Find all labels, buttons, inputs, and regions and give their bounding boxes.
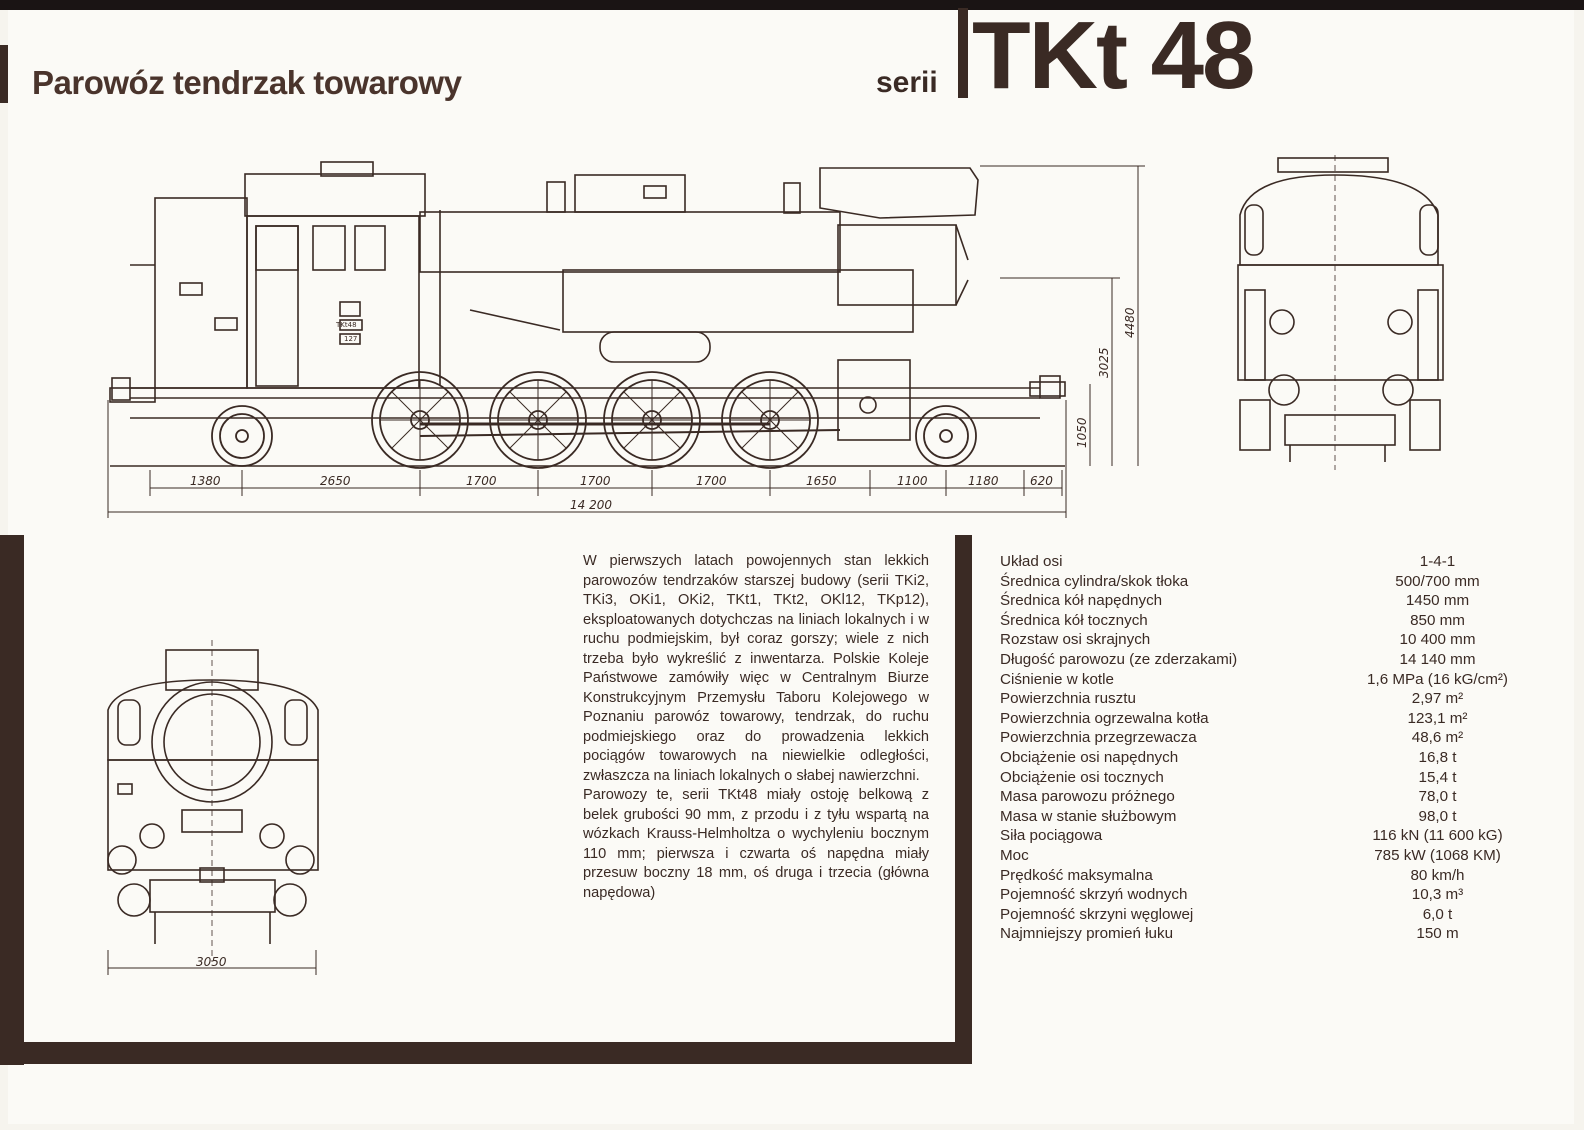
dim-label: 1380 (190, 474, 221, 488)
spec-row: Średnica kół tocznych 850 mm (1000, 611, 1525, 631)
page-title: Parowóz tendrzak towarowy (32, 64, 462, 101)
spec-value: 1-4-1 (1419, 553, 1456, 570)
spec-value: 16,8 t (1418, 748, 1457, 766)
spec-value: 15,4 t (1418, 768, 1457, 786)
spec-row: Obciążenie osi napędnych 16,8 t (1000, 748, 1525, 768)
spec-row: Pojemność skrzyń wodnych 10,3 m³ (1000, 885, 1525, 905)
spec-row: Masa w stanie służbowym 98,0 t (1000, 807, 1525, 827)
dim-label: 1700 (466, 474, 497, 488)
series-accent-bar (958, 8, 968, 98)
series-prefix: serii (876, 66, 938, 99)
dim-label: 2650 (320, 474, 351, 488)
spec-value: 150 m (1416, 925, 1459, 943)
spec-row: Rozstaw osi skrajnych 10 400 mm (1000, 630, 1525, 650)
side-view-wheels (211, 371, 977, 469)
spec-label: Powierzchnia ogrzewalna kotła (1000, 709, 1209, 727)
spec-label: Średnica cylindra/skok tłoka (1000, 572, 1189, 590)
top-edge (0, 0, 1584, 10)
dim-label: 620 (1030, 474, 1053, 488)
spec-label: Siła pociągowa (1000, 827, 1103, 845)
spec-value: 123,1 m² (1407, 709, 1468, 727)
spec-row: Ciśnienie w kotle 1,6 MPa (16 kG/cm²) (1000, 670, 1525, 690)
frame-left-bar (0, 535, 24, 1065)
vertical-dim-label: 1050 (1075, 417, 1089, 448)
front-view-drawing (107, 640, 319, 975)
spec-label: Moc (1000, 846, 1029, 864)
vertical-dim-label: 3025 (1097, 347, 1111, 378)
spec-value: 116 kN (11 600 kG) (1372, 827, 1503, 845)
frame-bottom-bar (0, 1042, 972, 1064)
title-accent-bar (0, 45, 8, 103)
spec-row: Masa parowozu próżnego 78,0 t (1000, 787, 1525, 807)
spec-value: 6,0 t (1422, 905, 1453, 923)
spec-row: Średnica kół napędnych 1450 mm (1000, 591, 1525, 611)
spec-value: 500/700 mm (1395, 572, 1480, 590)
spec-label: Pojemność skrzyni węglowej (1000, 905, 1194, 923)
dim-label: 1700 (580, 474, 611, 488)
spec-value: 14 140 mm (1399, 650, 1476, 668)
dim-label: 1100 (897, 474, 928, 488)
spec-label: Masa parowozu próżnego (1000, 788, 1175, 806)
spec-row: Powierzchnia rusztu 2,97 m² (1000, 689, 1525, 709)
side-view-dimension-labels: 1380 2650 1700 1700 1700 1650 1100 1180 … (190, 307, 1137, 512)
spec-label: Średnica kół napędnych (1000, 592, 1163, 610)
spec-row: Obciążenie osi tocznych 15,4 t (1000, 768, 1525, 788)
description-paragraph: W pierwszych latach powojennych stan lek… (583, 553, 929, 784)
spec-value: 10,3 m³ (1411, 886, 1464, 904)
spec-row: Układ osi 1-4-1 (1000, 552, 1525, 572)
spec-value: 850 mm (1410, 611, 1465, 629)
spec-row: Moc 785 kW (1068 KM) (1000, 846, 1525, 866)
spec-value: 785 kW (1068 KM) (1374, 846, 1501, 864)
spec-row: Długość parowozu (ze zderzakami) 14 140 m… (1000, 650, 1525, 670)
spec-value: 2,97 m² (1411, 690, 1464, 708)
plate-text: 127 (344, 335, 357, 343)
spec-row: Pojemność skrzyni węglowej 6,0 t (1000, 905, 1525, 925)
spec-value: 80 km/h (1410, 866, 1465, 884)
spec-label: Prędkość maksymalna (1000, 866, 1153, 884)
side-view-dimensions (107, 165, 1145, 518)
spec-value: 1450 mm (1405, 592, 1470, 610)
spec-value: 48,6 m² (1411, 729, 1464, 747)
description-paragraph: Parowozy te, serii TKt48 miały ostoję be… (583, 787, 929, 901)
spec-label: Układ osi (1000, 553, 1063, 570)
description-text: W pierwszych latach powojennych stan lek… (583, 552, 929, 903)
total-length-label: 14 200 (570, 498, 612, 512)
rear-view-drawing (1237, 155, 1444, 470)
spec-value: 78,0 t (1418, 788, 1457, 806)
side-view-drawing (109, 161, 1066, 467)
front-width-label: 3050 (196, 955, 227, 969)
dim-label: 1700 (696, 474, 727, 488)
spec-value: 10 400 mm (1399, 631, 1476, 649)
spec-row: Prędkość maksymalna 80 km/h (1000, 866, 1525, 886)
spec-label: Powierzchnia przegrzewacza (1000, 729, 1197, 747)
spec-value: 1,6 MPa (16 kG/cm²) (1367, 670, 1508, 688)
dim-label: 1180 (968, 474, 999, 488)
spec-label: Masa w stanie służbowym (1000, 807, 1177, 825)
spec-label: Najmniejszy promień łuku (1000, 925, 1174, 943)
page-sheet (8, 10, 1574, 1124)
series-code: TKt 48 (972, 2, 1255, 109)
spec-label: Obciążenie osi napędnych (1000, 748, 1179, 766)
spec-label: Pojemność skrzyń wodnych (1000, 886, 1188, 904)
spec-row: Średnica cylindra/skok tłoka 500/700 mm (1000, 572, 1525, 592)
spec-label: Ciśnienie w kotle (1000, 670, 1114, 688)
plate-text: TKt48 (335, 321, 357, 329)
spec-row: Powierzchnia ogrzewalna kotła 123,1 m² (1000, 709, 1525, 729)
spec-row: Najmniejszy promień łuku 150 m (1000, 924, 1525, 944)
spec-label: Długość parowozu (ze zderzakami) (1000, 650, 1238, 668)
dim-label: 1650 (806, 474, 837, 488)
spec-label: Rozstaw osi skrajnych (1000, 631, 1151, 649)
spec-label: Obciążenie osi tocznych (1000, 768, 1164, 786)
vertical-dim-label: 4480 (1123, 307, 1137, 338)
spec-label: Średnica kół tocznych (1000, 611, 1148, 629)
spec-row: Powierzchnia przegrzewacza 48,6 m² (1000, 728, 1525, 748)
spec-value: 98,0 t (1418, 807, 1457, 825)
specifications-table: Układ osi 1-4-1 Średnica cylindra/skok tł… (1000, 552, 1525, 944)
frame-right-bar (955, 535, 972, 1064)
spec-row: Siła pociągowa 116 kN (11 600 kG) (1000, 826, 1525, 846)
spec-label: Powierzchnia rusztu (1000, 690, 1136, 708)
